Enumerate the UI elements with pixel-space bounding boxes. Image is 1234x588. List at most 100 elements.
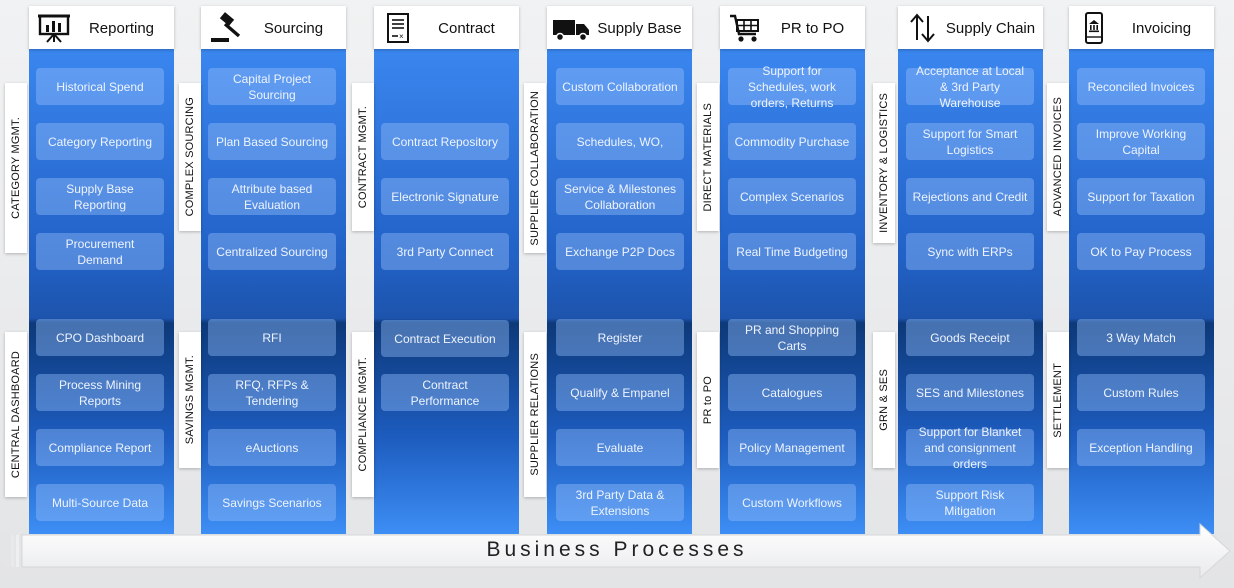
column-header: Sourcing bbox=[201, 6, 346, 49]
feature-box[interactable]: Custom Rules bbox=[1077, 374, 1205, 411]
column-header: Supply Chain bbox=[898, 6, 1043, 49]
feature-box[interactable]: Savings Scenarios bbox=[208, 484, 336, 521]
feature-box[interactable]: 3 Way Match bbox=[1077, 319, 1205, 356]
feature-box[interactable]: Support for Taxation bbox=[1077, 178, 1205, 215]
column-title: Contract bbox=[438, 20, 495, 37]
column-header: Invoicing bbox=[1069, 6, 1214, 49]
section-label-supplier-relations: SUPPLIER RELATIONS bbox=[524, 332, 546, 497]
feature-box[interactable]: Reconciled Invoices bbox=[1077, 68, 1205, 105]
feature-box[interactable]: Support Risk Mitigation bbox=[906, 484, 1034, 521]
column-title: Sourcing bbox=[263, 20, 324, 37]
section-label-settlement: SETTLEMENT bbox=[1047, 332, 1069, 468]
svg-text:×: × bbox=[399, 32, 404, 41]
section-label-savings-mgmt: SAVINGS MGMT. bbox=[179, 332, 201, 468]
feature-box[interactable]: Compliance Report bbox=[36, 429, 164, 466]
column-contract: × Contract Contract Repository Electroni… bbox=[374, 6, 519, 534]
process-arrow bbox=[6, 522, 1231, 580]
column-header: Supply Base bbox=[547, 6, 692, 49]
section-label-advanced-invoices: ADVANCED INVOICES bbox=[1047, 83, 1069, 231]
section-label-supplier-collaboration: SUPPLIER COLLABORATION bbox=[524, 83, 546, 253]
section-label-pr-to-po: PR to PO bbox=[697, 332, 719, 468]
feature-box[interactable]: Support for Blanket and consignment orde… bbox=[906, 425, 1034, 471]
feature-box[interactable]: 3rd Party Data & Extensions bbox=[556, 484, 684, 521]
feature-box[interactable]: Complex Scenarios bbox=[728, 178, 856, 215]
feature-box[interactable]: Support for Smart Logistics bbox=[906, 123, 1034, 160]
feature-box[interactable]: Policy Management bbox=[728, 429, 856, 466]
feature-box[interactable]: Category Reporting bbox=[36, 123, 164, 160]
feature-box[interactable]: Service & Milestones Collaboration bbox=[556, 178, 684, 215]
feature-box[interactable]: eAuctions bbox=[208, 429, 336, 466]
column-body: Historical Spend Category Reporting Supp… bbox=[29, 49, 174, 534]
business-processes-label: Business Processes bbox=[486, 538, 748, 561]
feature-box[interactable]: Centralized Sourcing bbox=[208, 233, 336, 270]
feature-box[interactable]: Contract Execution bbox=[381, 320, 509, 357]
feature-box[interactable]: Sync with ERPs bbox=[906, 233, 1034, 270]
column-title: Invoicing bbox=[1131, 20, 1192, 37]
feature-box[interactable]: SES and Milestones bbox=[906, 374, 1034, 411]
feature-box[interactable]: Commodity Purchase bbox=[728, 123, 856, 160]
section-label-contract-mgmt: CONTRACT MGMT. bbox=[352, 83, 374, 231]
feature-box[interactable]: CPO Dashboard bbox=[36, 319, 164, 356]
feature-box[interactable]: Qualify & Empanel bbox=[556, 374, 684, 411]
column-header: × Contract bbox=[374, 6, 519, 49]
feature-box[interactable]: Process Mining Reports bbox=[36, 374, 164, 411]
section-label-central-dashboard: CENTRAL DASHBOARD bbox=[5, 332, 27, 497]
column-invoicing: Invoicing Reconciled Invoices Improve Wo… bbox=[1069, 6, 1214, 534]
feature-box[interactable]: Custom Workflows bbox=[728, 484, 856, 521]
feature-box[interactable]: Contract Repository bbox=[381, 123, 509, 160]
column-header: Reporting bbox=[29, 6, 174, 49]
column-title: Reporting bbox=[88, 20, 155, 37]
section-label-category-mgmt: CATEGORY MGMT. bbox=[5, 83, 27, 253]
feature-box[interactable]: Rejections and Credit bbox=[906, 178, 1034, 215]
column-title: PR to PO bbox=[780, 20, 845, 37]
presentation-chart-icon bbox=[38, 14, 70, 43]
column-body: Acceptance at Local & 3rd Party Warehous… bbox=[898, 49, 1043, 534]
feature-box[interactable]: RFI bbox=[208, 319, 336, 356]
section-label-direct-materials: DIRECT MATERIALS bbox=[697, 83, 719, 231]
feature-box[interactable]: Procurement Demand bbox=[36, 233, 164, 270]
column-supply-chain: Supply Chain Acceptance at Local & 3rd P… bbox=[898, 6, 1043, 534]
section-label-complex-sourcing: COMPLEX SOURCING bbox=[179, 83, 201, 231]
shopping-cart-icon bbox=[730, 14, 759, 42]
column-reporting: Reporting Historical Spend Category Repo… bbox=[29, 6, 174, 534]
feature-box[interactable]: Exception Handling bbox=[1077, 429, 1205, 466]
feature-box[interactable]: PR and Shopping Carts bbox=[728, 319, 856, 356]
feature-box[interactable]: Improve Working Capital bbox=[1077, 123, 1205, 160]
feature-box[interactable]: Schedules, WO, bbox=[556, 123, 684, 160]
column-body: Capital Project Sourcing Plan Based Sour… bbox=[201, 49, 346, 534]
feature-box[interactable]: Supply Base Reporting bbox=[36, 178, 164, 215]
section-label-compliance-mgmt: COMPLIANCE MGMT. bbox=[352, 332, 374, 497]
up-down-arrows-icon bbox=[910, 13, 935, 43]
column-header: PR to PO bbox=[720, 6, 865, 49]
section-label-inventory-logistics: INVENTORY & LOGISTICS bbox=[873, 83, 895, 243]
feature-box[interactable]: Exchange P2P Docs bbox=[556, 233, 684, 270]
feature-box[interactable]: Attribute based Evaluation bbox=[208, 178, 336, 215]
feature-box[interactable]: Catalogues bbox=[728, 374, 856, 411]
column-body: Custom Collaboration Schedules, WO, Serv… bbox=[547, 49, 692, 534]
feature-box[interactable]: Capital Project Sourcing bbox=[208, 68, 336, 105]
feature-box[interactable]: Multi-Source Data bbox=[36, 484, 164, 521]
column-body: Contract Repository Electronic Signature… bbox=[374, 49, 519, 534]
truck-icon bbox=[553, 20, 589, 42]
column-pr-to-po: PR to PO Support for Schedules, work ord… bbox=[720, 6, 865, 534]
column-body: Support for Schedules, work orders, Retu… bbox=[720, 49, 865, 534]
feature-box[interactable]: Acceptance at Local & 3rd Party Warehous… bbox=[906, 64, 1034, 110]
feature-box[interactable]: Electronic Signature bbox=[381, 178, 509, 215]
feature-box[interactable]: Contract Performance bbox=[381, 374, 509, 411]
mobile-bank-icon bbox=[1085, 12, 1103, 44]
column-body: Reconciled Invoices Improve Working Capi… bbox=[1069, 49, 1214, 534]
feature-box[interactable]: Goods Receipt bbox=[906, 319, 1034, 356]
feature-box[interactable]: Register bbox=[556, 319, 684, 356]
feature-box[interactable]: Plan Based Sourcing bbox=[208, 123, 336, 160]
column-title: Supply Chain bbox=[945, 20, 1036, 37]
feature-box[interactable]: OK to Pay Process bbox=[1077, 233, 1205, 270]
feature-box[interactable]: Support for Schedules, work orders, Retu… bbox=[728, 64, 856, 110]
feature-box[interactable]: Historical Spend bbox=[36, 68, 164, 105]
feature-box[interactable]: Custom Collaboration bbox=[556, 68, 684, 105]
feature-box[interactable]: 3rd Party Connect bbox=[381, 233, 509, 270]
feature-box[interactable]: RFQ, RFPs & Tendering bbox=[208, 374, 336, 411]
feature-box[interactable]: Real Time Budgeting bbox=[728, 233, 856, 270]
document-icon: × bbox=[387, 13, 409, 43]
feature-box[interactable]: Evaluate bbox=[556, 429, 684, 466]
column-title: Supply Base bbox=[597, 20, 682, 37]
